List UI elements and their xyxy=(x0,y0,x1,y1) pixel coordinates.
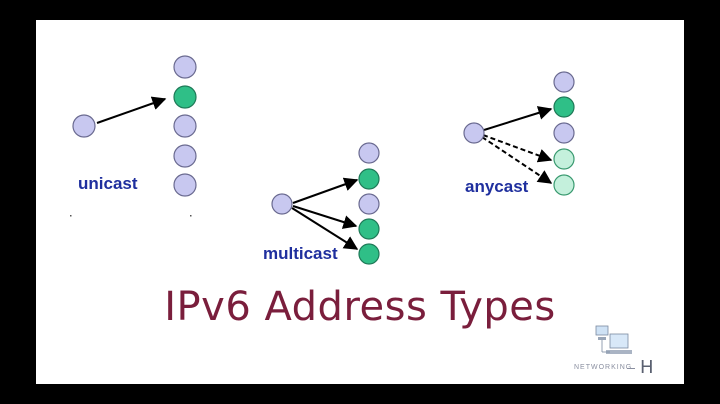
anycast-receiver-node xyxy=(553,71,575,93)
address-types-diagram xyxy=(70,55,575,265)
multicast-target-node xyxy=(358,218,380,240)
networking-logo: NETWORKING H xyxy=(572,322,682,378)
unicast-arrow xyxy=(96,96,167,124)
multicast-receiver-node xyxy=(358,193,380,215)
anycast-label: anycast xyxy=(465,177,529,196)
multicast-target-node xyxy=(358,243,380,265)
multicast-target-node xyxy=(358,168,380,190)
multicast-arrow xyxy=(291,207,359,250)
logo-letter: H xyxy=(640,357,654,378)
network-computers-icon xyxy=(595,325,632,354)
anycast-faded-target-node xyxy=(553,148,575,170)
logo-dash xyxy=(627,368,635,369)
unicast-target-node xyxy=(173,85,197,109)
unicast-receiver-node xyxy=(173,144,197,168)
anycast-source-node xyxy=(463,122,485,144)
multicast-arrow xyxy=(292,205,358,229)
page-title: IPv6 Address Types xyxy=(164,284,556,330)
multicast-receiver-node xyxy=(358,142,380,164)
anycast-faded-target-node xyxy=(553,174,575,196)
anycast-arrow xyxy=(483,106,553,131)
anycast-dashed-arrow xyxy=(482,134,553,163)
multicast-source-node xyxy=(271,193,293,215)
multicast-arrow xyxy=(292,177,359,204)
multicast-label: multicast xyxy=(263,244,338,263)
unicast-receiver-node xyxy=(173,114,197,138)
logo-text: NETWORKING xyxy=(574,364,633,371)
unicast-receiver-node xyxy=(173,55,197,79)
anycast-diagram xyxy=(463,71,575,196)
unicast-diagram xyxy=(70,55,197,217)
unicast-receiver-node xyxy=(173,173,197,197)
unicast-source-node xyxy=(72,114,96,138)
multicast-diagram xyxy=(271,142,380,265)
unicast-label: unicast xyxy=(78,174,138,193)
anycast-dashed-arrow xyxy=(481,136,553,184)
anycast-target-node xyxy=(553,96,575,118)
slide-frame: unicast multicast anycast IPv6 Address T… xyxy=(36,20,684,384)
anycast-receiver-node xyxy=(553,122,575,144)
